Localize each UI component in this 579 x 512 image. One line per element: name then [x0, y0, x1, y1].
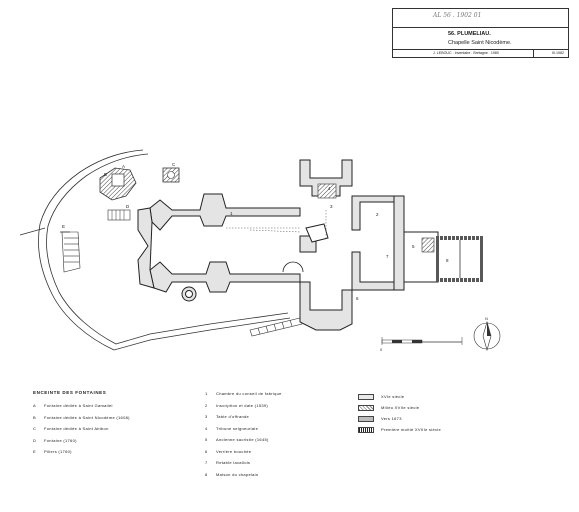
plan-number-6: 6: [356, 296, 359, 301]
period-item: Première moitié XVIIIe siècle: [358, 424, 441, 435]
room-key: 8: [205, 471, 208, 477]
legend-heading: ENCEINTE DES FONTAINES: [33, 390, 107, 395]
room-text: Maison du chapelain: [216, 471, 259, 477]
fountain-key: C: [33, 426, 37, 431]
room-key: 6: [205, 448, 208, 454]
north-label: N: [485, 316, 488, 321]
vault-lines: [226, 210, 327, 240]
fountain-group: [99, 167, 180, 221]
room-item: 5 Ancienne sacristie (1645): [205, 437, 282, 449]
plan-letter-c: C: [172, 162, 176, 167]
period-swatch: [358, 404, 374, 411]
title-cartouche: AL 56 . 1902 01 56. PLUMELIAU. Chapelle …: [392, 8, 569, 58]
room-key: 4: [205, 425, 208, 431]
room-legend: 1 Chambre du conseil de fabrique 2 Inscript…: [205, 391, 282, 483]
north-arrow-icon: N: [473, 316, 501, 352]
room-item: 8 Maison du chapelain: [205, 472, 282, 484]
building-name: Chapelle Saint Nicodème.: [448, 40, 512, 46]
fountain-text: Fontaine dédiée à Saint Nicodème (1608): [44, 414, 130, 420]
fountain-item: B Fontaine dédiée à Saint Nicodème (1608): [33, 415, 130, 427]
fountain-key: B: [33, 414, 36, 420]
room-key: 2: [205, 402, 208, 408]
fountain-enclosure: [19, 149, 291, 351]
period-swatch: [358, 426, 374, 433]
cartouche-divider: [533, 49, 534, 58]
room-text: Tribune seigneuriale: [216, 425, 259, 431]
fountain-item: A Fontaine dédiée à Saint Gamaliel: [33, 403, 130, 415]
plan-number-8: 8: [446, 258, 449, 263]
period-text: Milieu XVIIe siècle: [381, 405, 420, 410]
place-name: 56. PLUMELIAU.: [448, 31, 491, 37]
chaplain-house: [403, 231, 484, 283]
period-item: Vers 1673: [358, 413, 441, 424]
period-item: Milieu XVIIe siècle: [358, 402, 441, 413]
plan-number-3: 3: [330, 204, 333, 209]
choir-tribune: [317, 183, 337, 199]
fountain-text: Fontaine dédiée à Saint Abibon: [44, 426, 109, 431]
scale-zero: 0: [380, 347, 383, 352]
period-text: XVIe siècle: [381, 394, 405, 399]
plan-letter-d: D: [126, 204, 130, 209]
chapel-walls: [137, 159, 405, 331]
drawing-date: III.1982: [552, 51, 564, 55]
plan-number-4: 4: [328, 186, 331, 191]
author-credit: J. LEBOUC . Inventaire . Bretagne . 1980: [433, 51, 499, 55]
cartouche-divider: [393, 49, 568, 50]
room-key: 7: [205, 460, 208, 465]
room-key: 3: [205, 414, 208, 419]
plan-number-7: 7: [386, 254, 389, 259]
room-item: 4 Tribune seigneuriale: [205, 426, 282, 438]
plan-number-2: 2: [376, 212, 379, 217]
room-text: Chambre du conseil de fabrique: [216, 391, 282, 396]
room-key: 5: [205, 437, 208, 442]
plan-letter-a: A: [122, 164, 125, 169]
period-swatch: [358, 415, 374, 422]
fountain-text: Fontaine dédiée à Saint Gamaliel: [44, 403, 113, 408]
room-text: Verrière bouchée: [216, 448, 252, 454]
room-item: 7 Retable lavallois: [205, 460, 282, 472]
room-item: 2 Inscription et date (1539): [205, 403, 282, 415]
fountain-key: D: [33, 437, 37, 443]
period-text: Première moitié XVIIIe siècle: [381, 427, 442, 432]
plan-number-1: 1: [230, 211, 233, 216]
fountain-item: C Fontaine dédiée à Saint Abibon: [33, 426, 130, 438]
fountain-text: Fontaine (1760): [44, 437, 77, 443]
room-item: 6 Verrière bouchée: [205, 449, 282, 461]
plan-letter-e: E: [62, 224, 65, 229]
fountain-key: A: [33, 403, 36, 408]
fountain-text: Piliers (1760): [44, 449, 72, 454]
plan-letter-b: B: [104, 172, 107, 177]
paved-path: [249, 317, 303, 337]
room-text: Table d'offrande: [216, 414, 250, 419]
porch-arc: [282, 261, 304, 273]
enclosure-stair: [61, 231, 81, 273]
archive-reference: AL 56 . 1902 01: [433, 12, 482, 19]
room-item: 3 Table d'offrande: [205, 414, 282, 426]
period-item: XVIe siècle: [358, 391, 441, 402]
fountain-key: E: [33, 449, 36, 454]
plan-number-5: 5: [412, 244, 415, 249]
period-text: Vers 1673: [381, 416, 402, 421]
period-swatch: [358, 393, 374, 400]
fountain-item: D Fontaine (1760): [33, 438, 130, 450]
room-text: Retable lavallois: [216, 460, 251, 465]
room-item: 1 Chambre du conseil de fabrique: [205, 391, 282, 403]
room-key: 1: [205, 391, 208, 396]
room-text: Inscription et date (1539): [216, 402, 269, 408]
cartouche-divider: [393, 27, 568, 28]
scale-bar: 0: [380, 337, 463, 352]
fountain-item: E Piliers (1760): [33, 449, 130, 461]
room-text: Ancienne sacristie (1645): [216, 437, 269, 442]
